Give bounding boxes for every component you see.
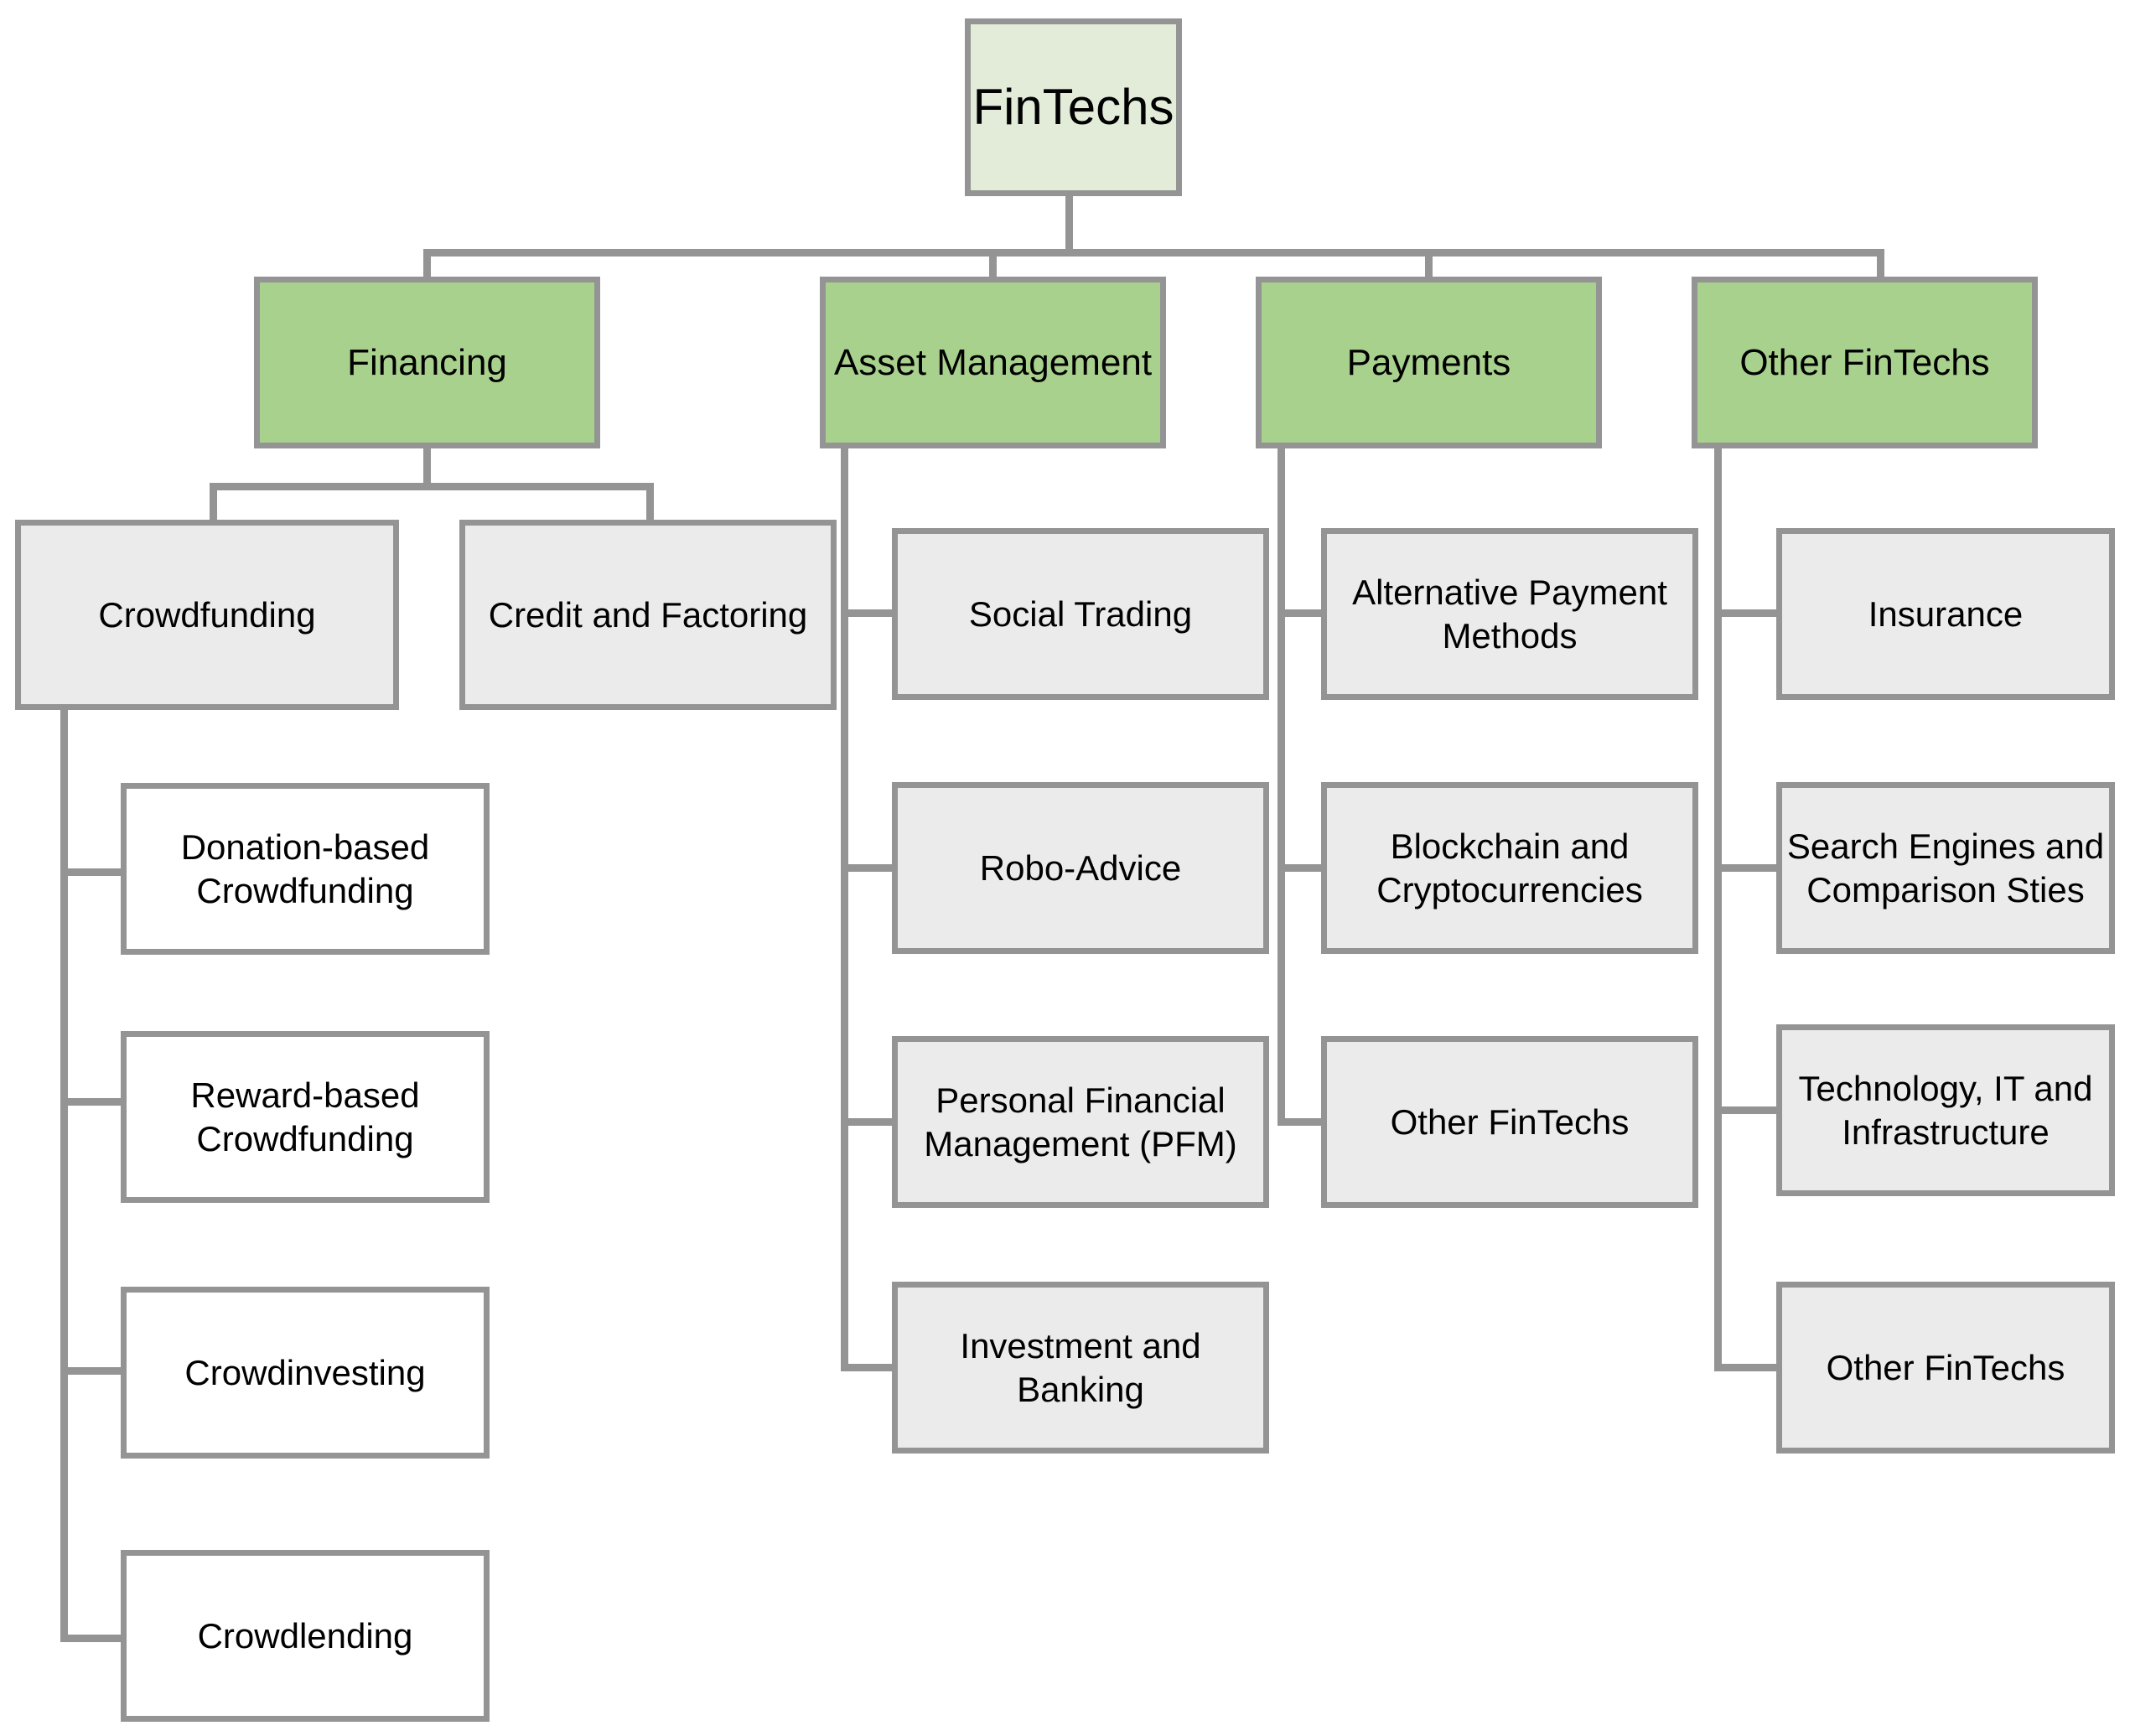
node-crowdinvesting[interactable]: Crowdinvesting — [121, 1287, 490, 1459]
node-label: Blockchain and Cryptocurrencies — [1376, 827, 1643, 909]
node-label: Payments — [1346, 341, 1511, 383]
node-label: Crowdlending — [197, 1615, 413, 1656]
connector-stub-donation-based — [60, 868, 126, 876]
connector-stub-investment-banking — [841, 1364, 893, 1371]
node-blockchain-and-cryptocurrencies[interactable]: Blockchain and Cryptocurrencies — [1321, 782, 1698, 954]
node-label: Technology, IT and Infrastructure — [1798, 1069, 2093, 1152]
connector-root-bus — [427, 249, 1884, 257]
connector-crowdfunding-spine — [60, 708, 68, 1641]
connector-stub-alternative-payment — [1277, 609, 1322, 617]
node-label: Other FinTechs — [1390, 1101, 1630, 1142]
node-technology-it-and-infrastructure[interactable]: Technology, IT and Infrastructure — [1776, 1024, 2115, 1196]
node-search-engines-and-comparison-sties[interactable]: Search Engines and Comparison Sties — [1776, 782, 2115, 954]
connector-stub-payments-other — [1277, 1118, 1322, 1126]
node-label: Credit and Factoring — [488, 594, 808, 635]
node-fintechs-root[interactable]: FinTechs — [965, 18, 1182, 196]
connector-root-stem — [1065, 195, 1073, 252]
node-crowdlending[interactable]: Crowdlending — [121, 1550, 490, 1722]
node-insurance[interactable]: Insurance — [1776, 528, 2115, 700]
connector-stub-reward-based — [60, 1098, 126, 1106]
connector-drop-asset-management — [989, 249, 997, 277]
connector-stub-pfm — [841, 1118, 893, 1126]
node-credit-and-factoring[interactable]: Credit and Factoring — [459, 520, 837, 710]
node-label: FinTechs — [972, 79, 1174, 136]
node-category-other-fintechs[interactable]: Other FinTechs — [1692, 277, 2038, 448]
node-label: Investment and Banking — [960, 1326, 1201, 1409]
node-label: Other FinTechs — [1739, 341, 1990, 383]
connector-drop-financing — [423, 249, 431, 277]
node-payments-other-fintechs[interactable]: Other FinTechs — [1321, 1036, 1698, 1208]
connector-stub-crowdinvesting — [60, 1367, 126, 1375]
node-label: Personal Financial Management (PFM) — [924, 1080, 1237, 1163]
node-investment-and-banking[interactable]: Investment and Banking — [892, 1282, 1269, 1454]
node-alternative-payment-methods[interactable]: Alternative Payment Methods — [1321, 528, 1698, 700]
connector-stub-blockchain — [1277, 864, 1322, 872]
connector-payments-spine — [1277, 448, 1285, 1126]
connector-stub-insurance — [1714, 609, 1778, 617]
node-label: Asset Management — [833, 341, 1153, 383]
node-donation-based-crowdfunding[interactable]: Donation-based Crowdfunding — [121, 783, 490, 955]
connector-other-fintechs-spine — [1714, 448, 1722, 1371]
node-label: Financing — [347, 341, 507, 383]
node-label: Social Trading — [968, 593, 1193, 634]
connector-stub-robo-advice — [841, 864, 893, 872]
node-reward-based-crowdfunding[interactable]: Reward-based Crowdfunding — [121, 1031, 490, 1203]
connector-asset-management-spine — [841, 448, 848, 1368]
node-label: Crowdfunding — [98, 594, 316, 635]
connector-stub-technology-it — [1714, 1106, 1778, 1114]
node-other-fintechs-leaf[interactable]: Other FinTechs — [1776, 1282, 2115, 1454]
connector-stub-search-engines — [1714, 864, 1778, 872]
connector-drop-crowdfunding — [210, 483, 217, 521]
node-label: Crowdinvesting — [184, 1352, 426, 1392]
connector-stub-social-trading — [841, 609, 893, 617]
node-social-trading[interactable]: Social Trading — [892, 528, 1269, 700]
connector-stub-crowdlending — [60, 1635, 126, 1642]
connector-drop-payments — [1425, 249, 1433, 277]
node-label: Reward-based Crowdfunding — [190, 1075, 420, 1158]
connector-drop-credit-factoring — [646, 483, 654, 521]
node-label: Insurance — [1868, 593, 2024, 634]
node-personal-financial-management[interactable]: Personal Financial Management (PFM) — [892, 1036, 1269, 1208]
node-label: Donation-based Crowdfunding — [180, 827, 430, 910]
connector-stub-other-fintechs-leaf — [1714, 1364, 1778, 1371]
node-label: Other FinTechs — [1826, 1347, 2065, 1387]
node-category-payments[interactable]: Payments — [1256, 277, 1602, 448]
connector-drop-other-fintechs — [1877, 249, 1884, 277]
node-category-financing[interactable]: Financing — [254, 277, 600, 448]
node-category-asset-management[interactable]: Asset Management — [820, 277, 1166, 448]
node-label: Alternative Payment Methods — [1352, 573, 1667, 656]
node-crowdfunding[interactable]: Crowdfunding — [15, 520, 399, 710]
node-label: Robo-Advice — [979, 847, 1182, 888]
connector-financing-bus — [210, 483, 654, 490]
node-label: Search Engines and Comparison Sties — [1786, 827, 2105, 909]
connector-financing-stem — [423, 448, 431, 488]
node-robo-advice[interactable]: Robo-Advice — [892, 782, 1269, 954]
